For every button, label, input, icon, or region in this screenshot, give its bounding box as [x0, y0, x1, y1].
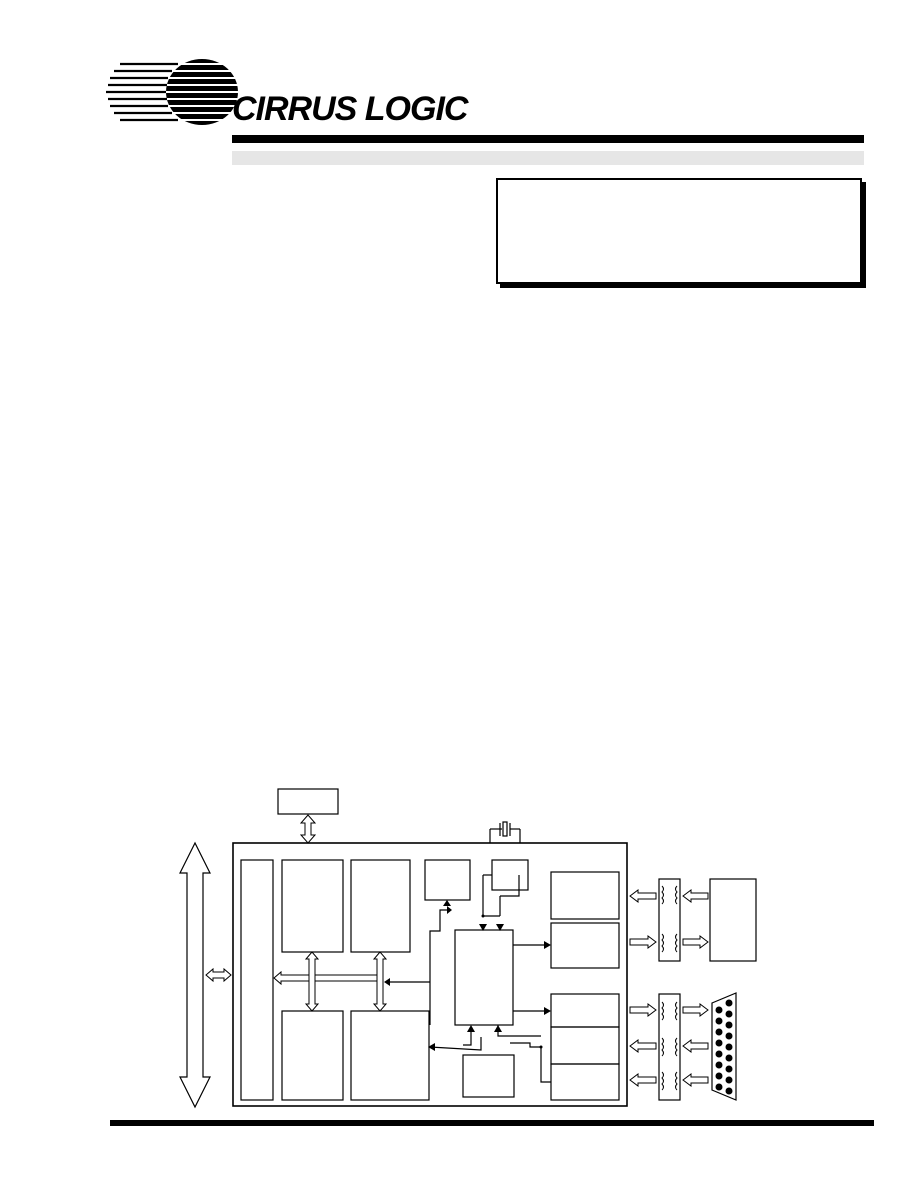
external-memory-box: [277, 788, 339, 815]
block-b: [350, 859, 411, 953]
transformer-box-1: [658, 878, 681, 962]
external-device-box: [709, 878, 757, 962]
footer-rule: [110, 1120, 874, 1126]
header-band: [232, 151, 864, 165]
transformer-coil-icons: [661, 885, 678, 1091]
dsub-connector-icon: [711, 992, 737, 1101]
memory-link-arrow: [299, 814, 317, 844]
bus-link-arrow: [205, 967, 232, 983]
port-block-2: [550, 1026, 620, 1065]
line-interface-arrows: [629, 889, 709, 1087]
brand-name: CIRRUS LOGIC: [232, 90, 468, 128]
controller-block: [454, 929, 514, 1026]
logo-speed-lines: [106, 62, 178, 122]
block-e: [281, 1010, 344, 1101]
block-f: [350, 1010, 430, 1101]
port-block-3: [550, 1063, 620, 1101]
block-d: [491, 859, 529, 891]
block-c: [424, 859, 471, 901]
bus-interface-block: [240, 859, 274, 1101]
feature-box: [496, 178, 862, 284]
logo-sphere-icon: [166, 59, 238, 125]
transmit-block: [550, 871, 620, 920]
block-diagram: [179, 788, 757, 1109]
cirrus-logic-logo: [106, 59, 238, 125]
block-g: [462, 1054, 515, 1098]
block-a: [281, 859, 344, 953]
chip-outline: [232, 842, 628, 1107]
internal-bus-arrows: [273, 951, 388, 1012]
header-rule: [232, 135, 864, 143]
port-block-1: [550, 993, 620, 1028]
crystal-icon: [489, 821, 521, 843]
system-bus-arrow: [179, 841, 211, 1109]
receive-block: [550, 922, 620, 969]
transformer-box-2: [658, 993, 681, 1101]
